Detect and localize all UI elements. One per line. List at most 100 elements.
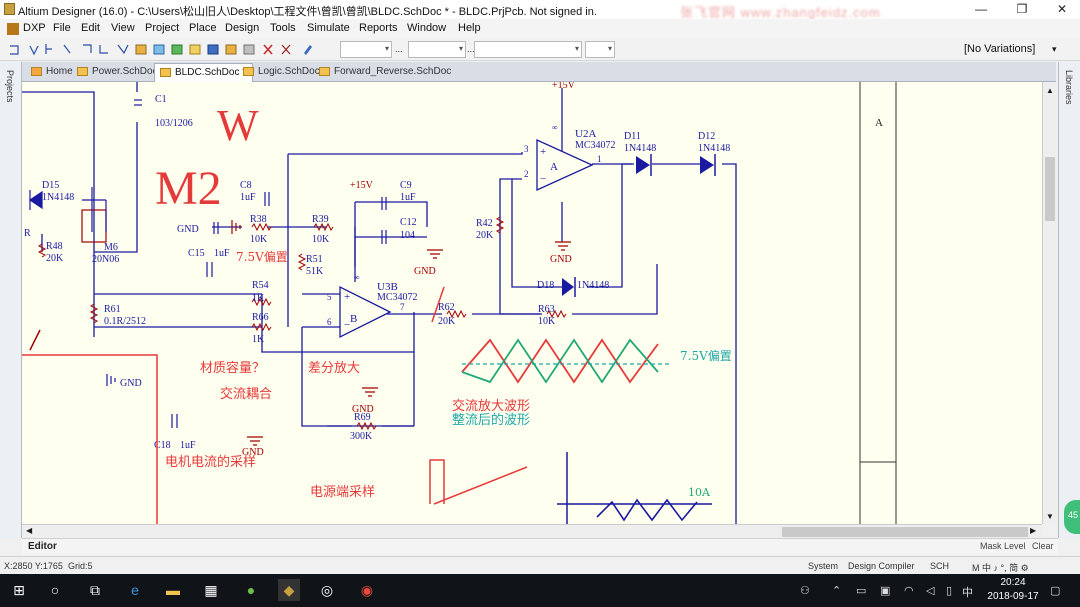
edge-browser-icon[interactable]: e [131,582,139,598]
u3b-pin7: 7 [400,302,405,312]
menu-edit[interactable]: Edit [81,22,100,34]
search-icon[interactable]: ○ [50,582,60,598]
component-outlines [28,99,387,428]
ime-toolbar[interactable]: M 中 ♪ °, 简 ⚙ [972,563,1029,573]
volume-icon[interactable]: ◁ [926,585,935,597]
network-icon[interactable]: ◠ [904,585,914,597]
tray-app-icon[interactable]: ▯ [946,585,953,597]
close-button[interactable]: ✕ [1056,2,1068,16]
tray-chevron-icon[interactable]: ⌃ [832,585,842,597]
d15-value: 1N4148 [42,192,74,203]
libraries-panel-strip[interactable]: Libraries [1058,62,1080,538]
menu-reports[interactable]: Reports [359,22,398,34]
status-design-compiler-button[interactable]: Design Compiler [848,561,915,571]
people-icon[interactable]: ⚇ [800,585,810,597]
tab-label: Home [46,66,73,77]
scroll-up-icon[interactable]: ▲ [1046,86,1054,95]
annotation-ac-coupling: 交流耦合 [220,386,272,402]
status-sch-button[interactable]: SCH [930,561,950,571]
gnd-symbols [106,220,571,446]
horizontal-scrollbar[interactable]: ◀ ▶ [22,524,1042,538]
scroll-right-icon[interactable]: ▶ [1030,526,1037,535]
menu-window[interactable]: Window [407,22,447,34]
clock-date[interactable]: 2018-09-17 [987,591,1039,602]
status-system-button[interactable]: System [808,561,839,571]
wire-tool-icons[interactable] [10,44,129,56]
menu-simulate[interactable]: Simulate [307,22,350,34]
altium-taskbar-icon[interactable]: ◆ [278,579,300,601]
clear-button[interactable]: Clear [1032,541,1054,551]
annotation-differential: 差分放大 [308,361,360,376]
menu-file[interactable]: File [53,22,71,34]
annotation-power-sampling: 电源端采样 [310,485,375,500]
r66-value: 1K [252,334,265,345]
variations-selector[interactable]: [No Variations] [964,43,1036,55]
tab-power-schdoc[interactable]: Power.SchDoc [72,63,164,82]
u3b-pin6: 6 [327,317,332,327]
tray-app-icon[interactable]: ▭ [856,585,867,597]
floating-badge[interactable]: 45 [1064,500,1080,534]
dxp-icon [7,23,19,35]
libraries-panel-label[interactable]: Libraries [1064,70,1074,105]
big-label-m2: M2 [155,162,222,215]
r38-value: 10K [250,234,268,245]
calculator-icon[interactable]: ▦ [204,582,218,598]
scroll-down-icon[interactable]: ▼ [1046,512,1054,521]
menu-help[interactable]: Help [458,22,481,34]
m6-value: 20N06 [92,254,119,265]
r51-value: 51K [306,266,324,277]
r63-ref: R63 [538,304,555,315]
c1-value: 103/1206 [155,118,193,129]
schdoc-icon [77,67,88,76]
scroll-left-icon[interactable]: ◀ [26,526,33,535]
file-explorer-icon[interactable]: ▬ [166,582,180,598]
svg-text:+: + [344,291,350,303]
tab-label: Forward_Reverse.SchDoc [334,66,452,77]
tab-logic-schdoc[interactable]: Logic.SchDoc [238,63,326,82]
component-tool-icons[interactable] [135,44,312,55]
tab-label: BLDC.SchDoc * [175,67,247,78]
vertical-scrollbar[interactable]: ▲ ▼ [1042,82,1056,524]
task-view-icon[interactable]: ⧉ [90,582,100,598]
schematic-drawing[interactable]: A W M2 [22,82,1042,524]
schematic-canvas[interactable]: A W M2 [22,82,1042,524]
ime-indicator[interactable]: 中 [962,587,973,599]
start-icon[interactable]: ⊞ [13,582,25,598]
media-app-icon[interactable]: ◎ [320,582,334,598]
annotation-material: 材质容量？ [200,360,265,376]
r38-ref: R38 [250,214,267,225]
menu-tools[interactable]: Tools [270,22,296,34]
menu-place[interactable]: Place [189,22,217,34]
toolbar-combo-1[interactable]: ▾ [340,41,392,58]
c8-ref: C8 [240,180,252,191]
u3b-opamp [339,285,392,339]
menu-dxp[interactable]: DXP [23,22,46,34]
app-green-icon[interactable]: ● [246,582,256,598]
minimize-button[interactable]: — [975,2,987,16]
editor-tab-label[interactable]: Editor [28,541,57,552]
menu-design[interactable]: Design [225,22,260,34]
tab-forward-reverse-schdoc[interactable]: Forward_Reverse.SchDoc [314,63,457,82]
vertical-scroll-thumb[interactable] [1045,157,1055,221]
tab-bldc-schdoc[interactable]: BLDC.SchDoc * [154,63,254,82]
toolbar-combo-4[interactable]: ▾ [585,41,615,58]
horizontal-scroll-thumb[interactable] [782,527,1028,537]
mask-level-button[interactable]: Mask Level [980,541,1026,551]
tab-home[interactable]: Home [26,63,79,82]
notification-icon[interactable]: ▢ [1050,585,1061,597]
toolbar-combo-3[interactable]: ▾ [474,41,582,58]
projects-panel-label[interactable]: Projects [5,70,15,103]
projects-panel-strip[interactable]: Projects [0,62,22,538]
toolbar-combo-2[interactable]: ▾ [408,41,466,58]
chrome-icon[interactable]: ◉ [360,582,374,598]
menu-project[interactable]: Project [145,22,180,34]
clock-time[interactable]: 20:24 [1000,577,1026,588]
tray-app-icon[interactable]: ▣ [880,585,891,597]
c1-ref: C1 [155,94,167,105]
watermark: 张飞官网 www.zhangfeidz.com [680,5,881,20]
restore-button[interactable]: ❐ [1016,2,1028,16]
u2a-pin2: 2 [524,169,529,179]
r42-ref: R42 [476,218,493,229]
variations-dropdown-icon[interactable]: ▾ [1052,44,1057,54]
menu-view[interactable]: View [111,22,135,34]
